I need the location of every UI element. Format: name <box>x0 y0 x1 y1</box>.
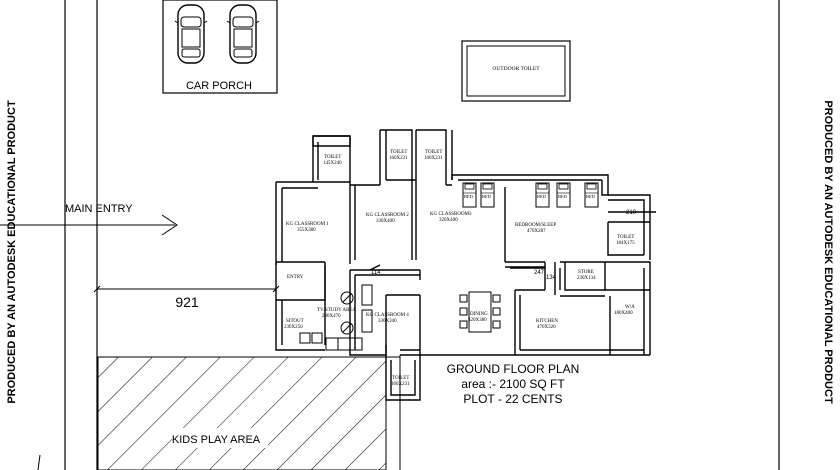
building-walls <box>275 129 656 401</box>
toilet-a-name: TOILET <box>324 155 341 160</box>
wa-size: 180X400 <box>614 311 633 316</box>
main-entry-label: MAIN ENTRY <box>65 203 133 215</box>
dining-size: 320X380 <box>468 318 487 323</box>
bed-label: BED <box>482 194 492 199</box>
dim-247: 247 <box>534 270 545 276</box>
tv-area-furniture <box>299 284 373 351</box>
dimension-921-value: 921 <box>175 294 199 310</box>
toilet-bottom-name: TOILET <box>392 376 409 381</box>
toilet-b-size: 160X231 <box>389 156 408 161</box>
kids-play-area: KIDS PLAY AREA <box>97 356 387 470</box>
kids-play-area-label: KIDS PLAY AREA <box>172 434 261 446</box>
toilet-right-name: TOILET <box>617 235 634 240</box>
kg4-size: 330X340 <box>378 319 397 324</box>
plan-plot: PLOT - 22 CENTS <box>463 392 562 406</box>
kitchen-name: KITCHEN <box>536 319 558 324</box>
car-porch-label: CAR PORCH <box>186 80 252 92</box>
watermark-right: PRODUCED BY AN AUTODESK EDUCATIONAL PROD… <box>822 100 834 404</box>
dimension-921: 921 <box>93 285 280 310</box>
bed-label: BED <box>464 194 474 199</box>
dining-name: DINING <box>470 312 488 317</box>
toilet-a-size: 145X240 <box>323 161 342 166</box>
bed-label: BED <box>537 194 547 199</box>
toilet-c-name: TOILET <box>425 150 442 155</box>
bed-label: BED <box>586 194 596 199</box>
toilet-bottom-size: 160X231 <box>391 382 410 387</box>
sitout-size: 230X250 <box>284 325 303 330</box>
toilet-b-name: TOILET <box>390 150 407 155</box>
bedroom-size: 470X287 <box>527 229 546 234</box>
kg4-name: KG CLASSROOM 4 <box>366 313 409 318</box>
main-entry-arrow: MAIN ENTRY <box>0 203 178 236</box>
kg1-size: 355X380 <box>297 228 316 233</box>
car-porch: CAR PORCH <box>162 0 278 94</box>
bed-furniture: BED BED BED BED BED <box>462 182 599 208</box>
watermark-left: PRODUCED BY AN AUTODESK EDUCATIONAL PROD… <box>6 100 18 404</box>
sitout-name: SITOUT <box>286 319 304 324</box>
tv-study-size: 280X470 <box>322 314 341 319</box>
wa-name: W/A <box>625 305 635 310</box>
kitchen-size: 470X320 <box>537 325 556 330</box>
toilet-c-size: 160X231 <box>424 156 443 161</box>
kg3-name: KG CLASSROOM3 <box>430 212 472 217</box>
room-labels: TOILET 145X240 TOILET 160X231 TOILET 160… <box>284 150 635 387</box>
bed-label: BED <box>558 194 568 199</box>
dim-134: 134 <box>546 275 557 281</box>
dim-114: 114 <box>371 270 381 276</box>
kg2-size: 330X400 <box>376 219 395 224</box>
outdoor-toilet-label: OUTDOOR TOILET <box>492 66 540 72</box>
kg2-name: KG CLASSROOM 2 <box>366 213 409 218</box>
toilet-right-size: 184X175 <box>616 241 635 246</box>
dim-210: 210 <box>626 210 637 216</box>
store-name: STORE <box>578 270 594 275</box>
plan-title-block: GROUND FLOOR PLAN area :- 2100 SQ FT PLO… <box>447 362 580 406</box>
outdoor-toilet: OUTDOOR TOILET <box>461 40 571 102</box>
dining-table <box>459 291 501 333</box>
kg3-size: 320X400 <box>439 218 458 223</box>
kg1-name: KG CLASSROOM 1 <box>286 222 329 227</box>
store-size: 230X134 <box>577 276 596 281</box>
bedroom-name: BEDROOM/SLEEP <box>515 223 556 228</box>
tv-study-name: TV/STUDY AREA <box>317 308 357 313</box>
entry-name: ENTRY <box>287 275 304 280</box>
plan-area: area :- 2100 SQ FT <box>461 377 565 391</box>
dimension-labels: 210 114 247 134 <box>371 210 637 281</box>
plan-heading: GROUND FLOOR PLAN <box>447 362 580 376</box>
